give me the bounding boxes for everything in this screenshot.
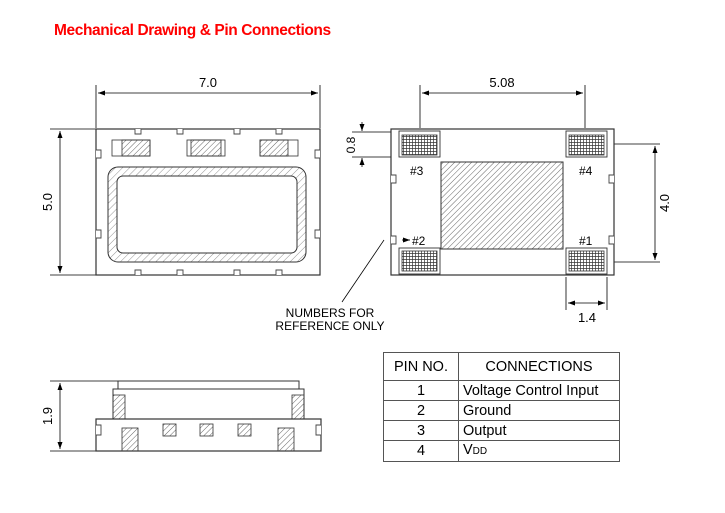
package-lid-window <box>116 175 298 254</box>
pin-connections-table: PIN NO. CONNECTIONS 1 Voltage Control In… <box>383 352 620 462</box>
pad-pitch-dimension: 5.08 <box>419 75 586 128</box>
pad-pitch-label: 5.08 <box>489 75 514 90</box>
width-dimension-label: 7.0 <box>199 75 217 90</box>
pin-label-2: #2 <box>412 234 426 248</box>
pad-3 <box>398 130 441 158</box>
side-notches <box>96 424 321 436</box>
width-dimension: 7.0 <box>95 75 321 128</box>
thickness-label: 1.9 <box>40 407 55 425</box>
side-terminals <box>121 423 295 452</box>
pin-number: 2 <box>383 400 459 421</box>
note-line-2: REFERENCE ONLY <box>275 319 384 333</box>
bottom-castellations <box>391 174 614 245</box>
pad-2 <box>398 247 441 275</box>
pad-4 <box>565 130 608 158</box>
pad-height-label: 0.8 <box>344 136 358 153</box>
top-view: 7.0 5.0 <box>40 75 321 276</box>
pin-connection: Ground <box>458 400 620 421</box>
height-dimension-label: 5.0 <box>40 193 55 211</box>
side-lid <box>117 380 300 390</box>
pin-connection: Voltage Control Input <box>458 380 620 401</box>
note-line-1: NUMBERS FOR <box>286 306 375 320</box>
pad-spacing-dimension: 4.0 <box>612 143 672 263</box>
pin-number: 3 <box>383 420 459 441</box>
pin-number: 1 <box>383 380 459 401</box>
header-pin-no: PIN NO. <box>383 352 459 381</box>
pin-label-4: #4 <box>579 164 593 178</box>
thickness-dimension: 1.9 <box>40 380 118 452</box>
page-title: Mechanical Drawing & Pin Connections <box>54 22 331 39</box>
pin-connection-vdd: VDD <box>458 440 620 462</box>
side-view: 1.9 <box>40 380 322 452</box>
pad-width-label: 1.4 <box>578 310 596 325</box>
table-header-row: PIN NO. CONNECTIONS <box>383 352 620 381</box>
header-connections: CONNECTIONS <box>458 352 620 381</box>
table-row: 4 VDD <box>383 440 620 462</box>
corner-pads <box>398 130 608 275</box>
note-leader <box>341 239 385 303</box>
castellations <box>96 129 320 275</box>
pin-connection: Output <box>458 420 620 441</box>
center-pad <box>440 161 564 250</box>
pad-spacing-label: 4.0 <box>657 194 672 212</box>
pin-label-3: #3 <box>410 164 424 178</box>
table-row: 1 Voltage Control Input <box>383 380 620 401</box>
bottom-view: 5.08 0.8 4.0 1.4 <box>275 75 672 333</box>
pad-width-dimension: 1.4 <box>565 277 608 325</box>
height-dimension: 5.0 <box>40 128 96 276</box>
side-frame <box>112 388 305 420</box>
pad-1 <box>565 247 608 275</box>
pad-height-dimension: 0.8 <box>344 122 398 167</box>
pin-number: 4 <box>383 440 459 462</box>
top-view-pads <box>111 139 299 157</box>
pin-label-1: #1 <box>579 234 593 248</box>
table-row: 3 Output <box>383 420 620 441</box>
table-row: 2 Ground <box>383 400 620 421</box>
